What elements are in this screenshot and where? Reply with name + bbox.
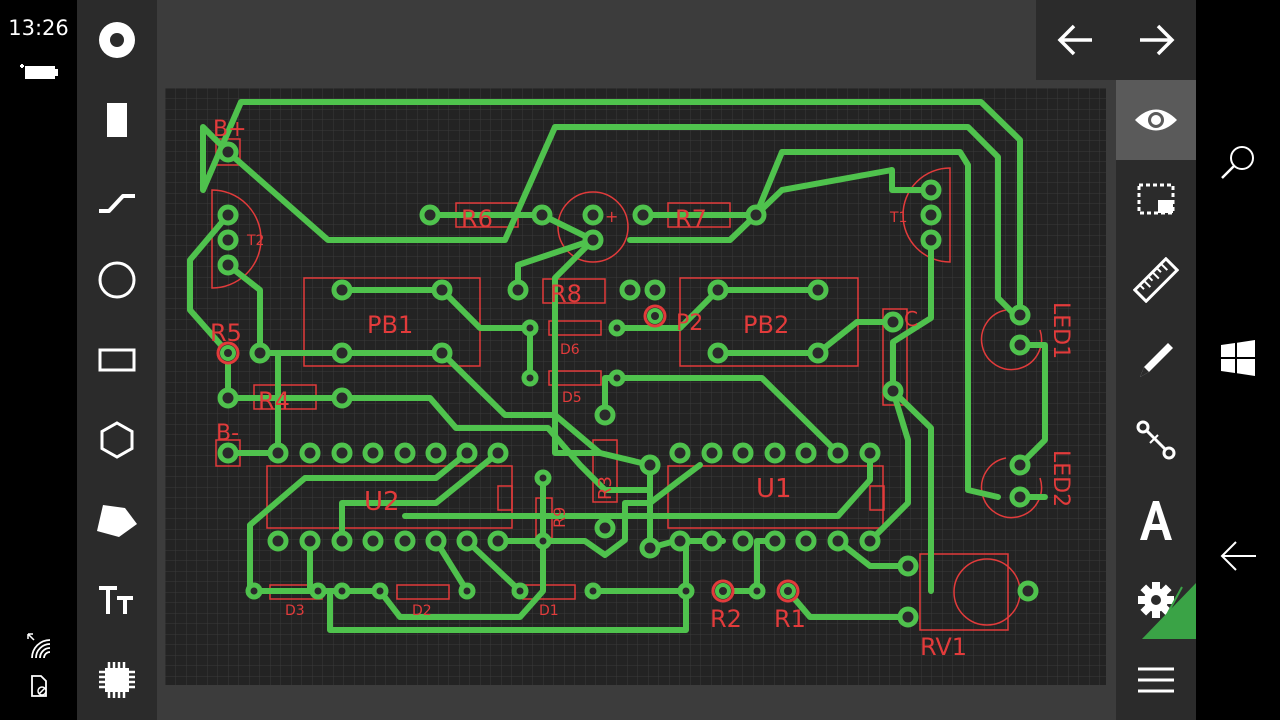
label-r6: R6 [461, 205, 493, 233]
label-rv1: RV1 [920, 633, 967, 661]
right-tool-palette [1116, 80, 1196, 720]
zone-icon [97, 505, 137, 537]
label-r2: R2 [710, 605, 742, 633]
circle-icon [98, 261, 136, 299]
label-d2: D2 [412, 603, 432, 619]
label-b-plus: B+ [213, 117, 247, 142]
text-a-icon [1140, 501, 1172, 540]
undo-button[interactable] [1036, 0, 1116, 80]
redo-button[interactable] [1116, 0, 1196, 80]
text-tool-button[interactable] [77, 560, 157, 640]
pcb-board[interactable]: B+ B- R5 R4 R6 R7 R8 T2 T1 + PB1 PB2 P2 … [165, 88, 1106, 685]
eye-icon [1135, 109, 1177, 131]
label-led2: LED2 [1048, 450, 1073, 507]
pads[interactable] [217, 141, 1039, 628]
measure-tool-button[interactable] [1116, 240, 1196, 320]
rectangle-pad-icon [107, 103, 127, 137]
label-d3: D3 [285, 603, 305, 619]
undo-redo-bar [1036, 0, 1196, 80]
label-r1: R1 [774, 605, 806, 633]
arrow-right-icon [1140, 24, 1175, 56]
label-r3: R3 [595, 476, 616, 500]
label-d6: D6 [560, 342, 580, 358]
system-status-bar: 13:26 [0, 0, 77, 720]
rectangle-tool-button[interactable] [77, 320, 157, 400]
label-t1: T1 [889, 210, 907, 226]
select-area-icon [1137, 183, 1175, 215]
circle-tool-button[interactable] [77, 240, 157, 320]
search-button[interactable] [1196, 122, 1280, 202]
rectangle-icon [98, 348, 136, 372]
text-icon [99, 586, 133, 614]
search-icon [1221, 146, 1254, 179]
chip-icon [99, 662, 135, 698]
label-u1: U1 [756, 474, 792, 504]
label-r4: R4 [258, 387, 290, 415]
ruler-icon [1133, 257, 1179, 303]
zone-tool-button[interactable] [77, 480, 157, 560]
left-tool-palette [77, 0, 157, 720]
pencil-icon [1140, 343, 1173, 377]
battery-charging-icon [0, 62, 77, 82]
label-led1: LED1 [1048, 302, 1073, 359]
no-sim-icon [0, 674, 77, 698]
label-t2: T2 [246, 233, 264, 249]
view-tool-button[interactable] [1116, 80, 1196, 160]
label-d1: D1 [539, 603, 559, 619]
label-r9: R9 [550, 507, 569, 528]
component-tool-button[interactable] [77, 640, 157, 720]
hexagon-icon [100, 421, 134, 459]
text-annotation-tool-button[interactable] [1116, 480, 1196, 560]
select-tool-button[interactable] [1116, 160, 1196, 240]
drawer-handle-icon[interactable] [1142, 583, 1196, 639]
label-r8: R8 [550, 280, 582, 308]
pad-icon [99, 22, 135, 58]
start-button[interactable] [1196, 318, 1280, 398]
track-tool-button[interactable] [77, 160, 157, 240]
windows-navigation-bar [1196, 0, 1280, 720]
clock: 13:26 [8, 16, 69, 40]
polygon-tool-button[interactable] [77, 400, 157, 480]
back-icon [1220, 541, 1256, 571]
windows-logo-icon [1221, 340, 1255, 376]
wifi-icon [0, 632, 77, 660]
gear-icon [1138, 582, 1174, 618]
label-r7: R7 [675, 205, 707, 233]
label-r5: R5 [210, 319, 242, 347]
label-d5: D5 [562, 390, 582, 406]
settings-button[interactable] [1116, 560, 1196, 640]
pcb-canvas[interactable]: B+ B- R5 R4 R6 R7 R8 T2 T1 + PB1 PB2 P2 … [157, 0, 1116, 720]
track-icon [99, 194, 135, 213]
label-c: C [904, 307, 918, 331]
connect-tool-button[interactable] [1116, 400, 1196, 480]
label-pb1: PB1 [367, 311, 413, 339]
label-plus: + [605, 207, 618, 226]
label-pb2: PB2 [743, 311, 789, 339]
menu-button[interactable] [1116, 640, 1196, 720]
connection-icon [1136, 420, 1176, 460]
back-button[interactable] [1196, 516, 1280, 596]
label-u2: U2 [364, 487, 400, 517]
pad-tool-button[interactable] [77, 0, 157, 80]
arrow-left-icon [1057, 24, 1092, 56]
smd-pad-tool-button[interactable] [77, 80, 157, 160]
silkscreen-layer [211, 138, 1043, 631]
pencil-tool-button[interactable] [1116, 320, 1196, 400]
hamburger-menu-icon [1138, 667, 1174, 693]
label-p2: P2 [676, 311, 703, 336]
label-b-minus: B- [216, 421, 239, 446]
